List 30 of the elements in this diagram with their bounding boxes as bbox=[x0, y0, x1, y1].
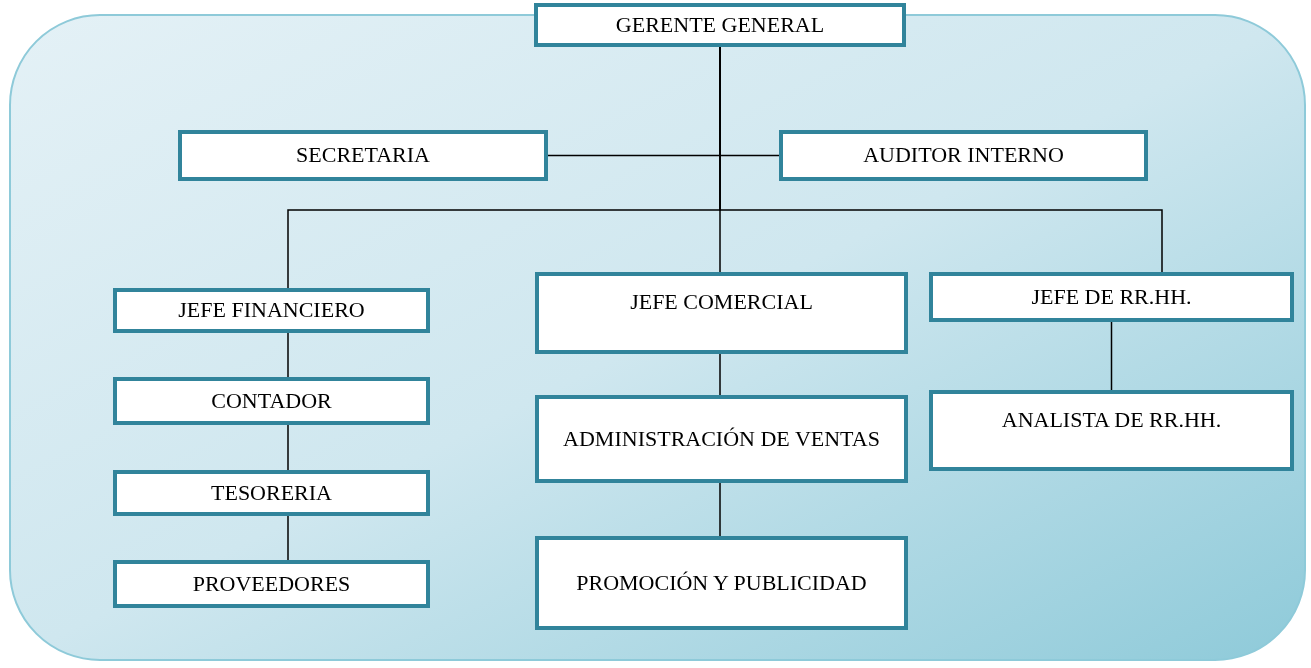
org-box bbox=[535, 272, 908, 354]
org-box bbox=[113, 288, 430, 333]
org-box bbox=[929, 390, 1294, 471]
org-box bbox=[534, 3, 906, 47]
org-box bbox=[113, 470, 430, 516]
org-box bbox=[779, 130, 1148, 181]
position-title: AUDITOR INTERNO bbox=[863, 141, 1064, 170]
position-title: PROMOCIÓN Y PUBLICIDAD bbox=[576, 568, 867, 597]
position-title: JEFE FINANCIERO bbox=[178, 296, 365, 325]
position-title: JEFE DE RR.HH. bbox=[1031, 282, 1192, 311]
position-title: ADMINISTRACIÓN DE VENTAS bbox=[563, 424, 880, 453]
connector-line bbox=[719, 482, 721, 537]
connector-line bbox=[287, 332, 289, 378]
org-box bbox=[178, 130, 548, 181]
org-box bbox=[535, 395, 908, 483]
position-title: PROVEEDORES bbox=[192, 569, 351, 598]
position-title: SECRETARIA bbox=[296, 141, 430, 170]
connector-line bbox=[1110, 321, 1113, 391]
position-title: JEFE COMERCIAL bbox=[630, 288, 813, 316]
position-title: ANALISTA DE RR.HH. bbox=[1001, 406, 1222, 434]
org-box bbox=[113, 560, 430, 608]
position-title: GERENTE GENERAL bbox=[615, 10, 825, 39]
connector-line bbox=[719, 353, 721, 396]
org-box bbox=[929, 272, 1294, 322]
position-title: TESORERIA bbox=[211, 478, 332, 507]
org-box bbox=[113, 377, 430, 425]
position-title: CONTADOR bbox=[211, 386, 332, 415]
connector-line bbox=[287, 515, 289, 561]
org-box bbox=[535, 536, 908, 630]
connector-line bbox=[287, 424, 289, 471]
